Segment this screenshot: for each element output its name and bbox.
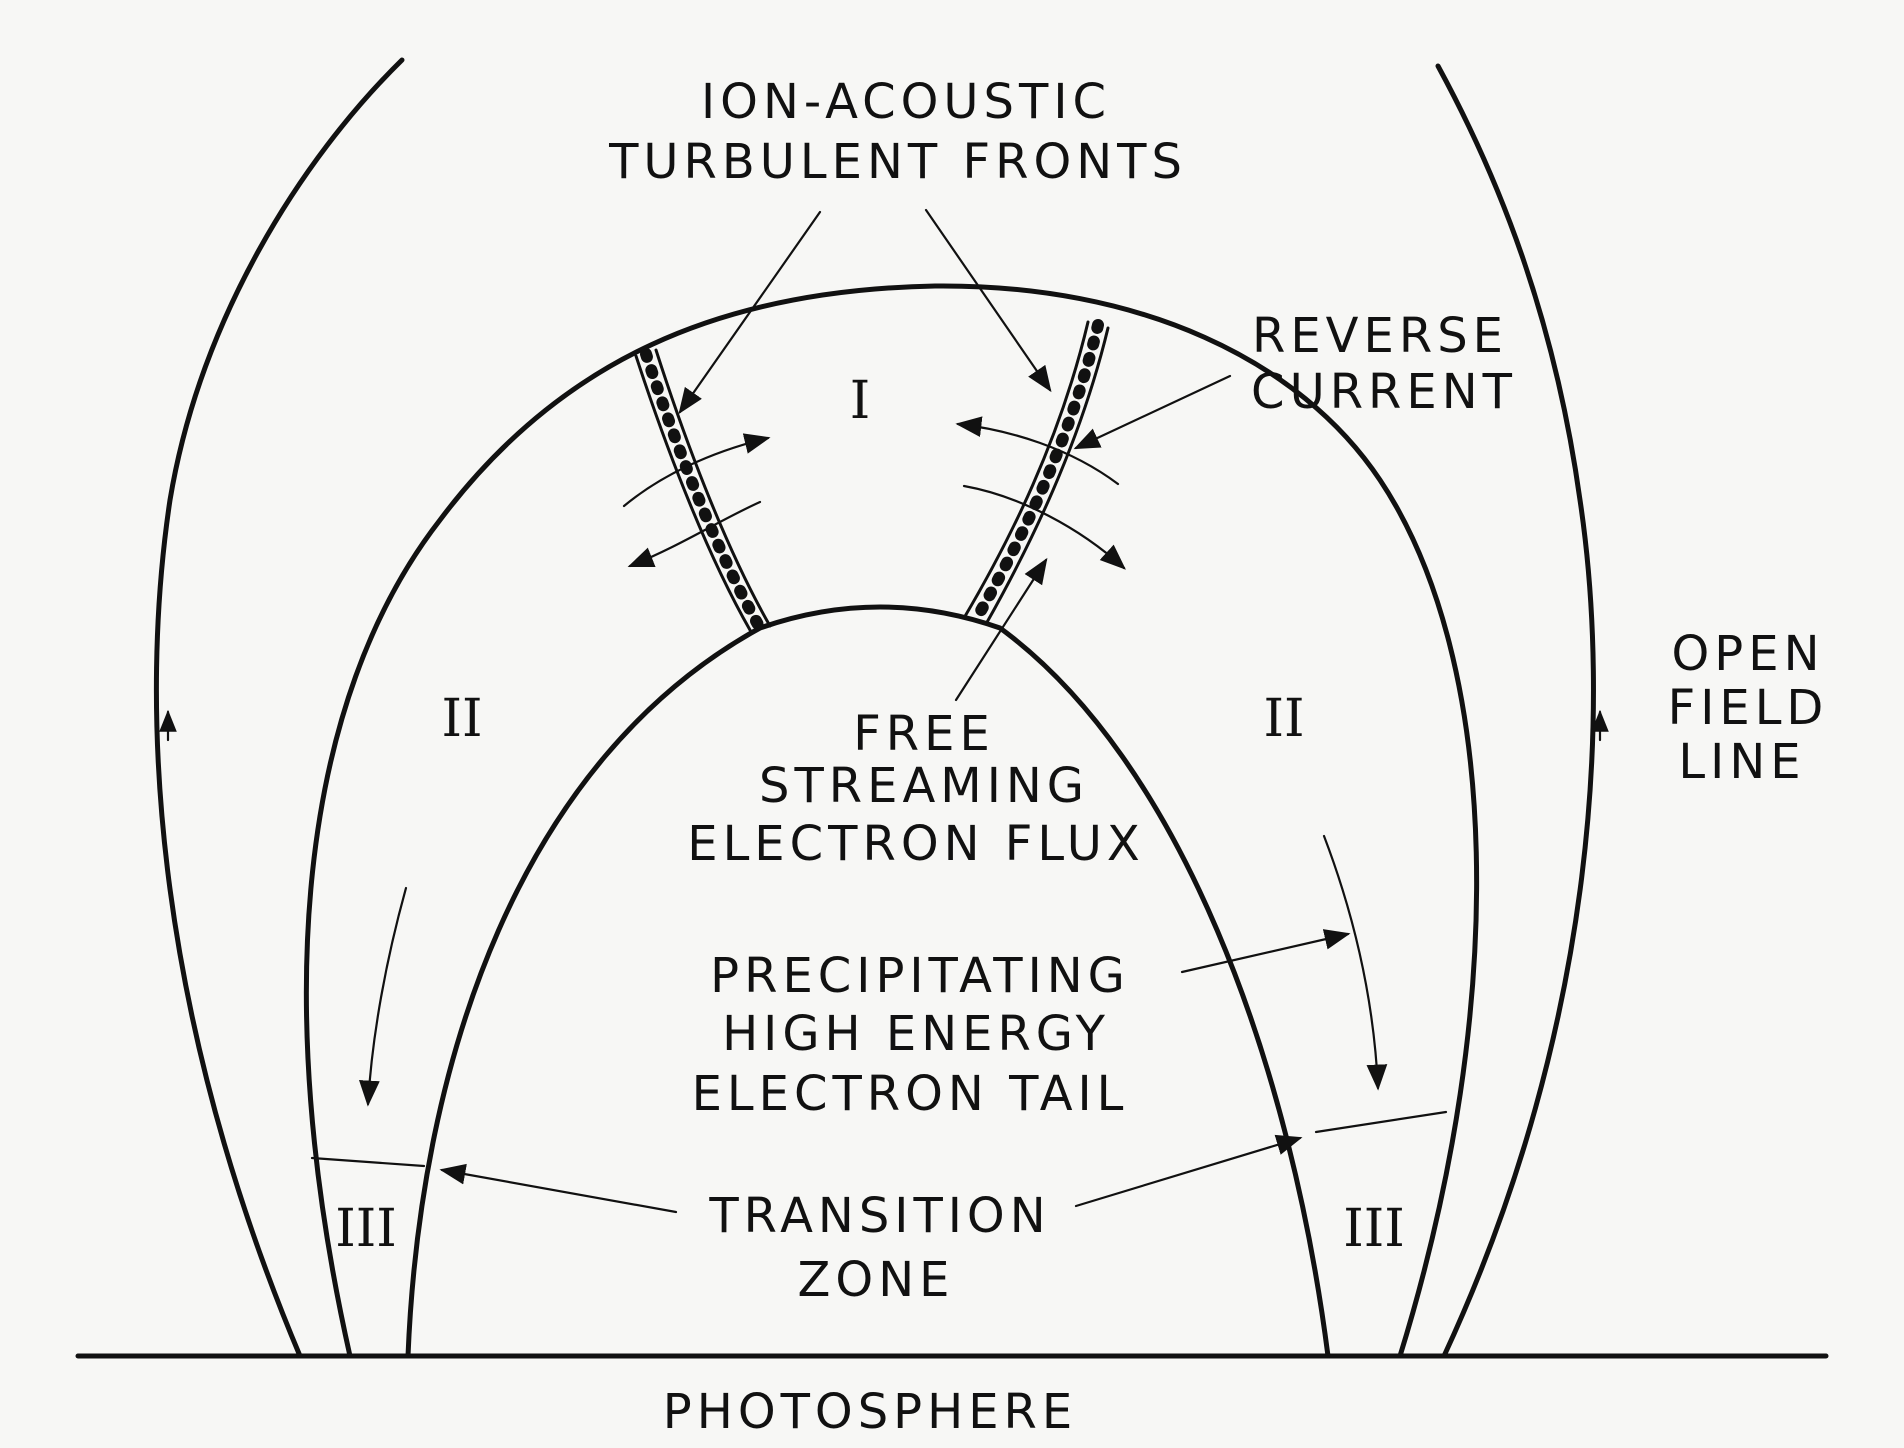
reverse-current-label-1: REVERSE <box>1252 308 1508 364</box>
transition-pointer-left <box>439 1163 678 1214</box>
flow-arrow-right-upper <box>955 416 1120 486</box>
open-field-line-left <box>153 57 405 1359</box>
flow-arrow-left-upper <box>622 433 771 508</box>
region-2-right-marker: II <box>1263 689 1304 749</box>
precipitating-label-1: PRECIPITATING <box>710 948 1130 1004</box>
free-streaming-label-3: ELECTRON FLUX <box>687 816 1145 872</box>
free-streaming-label-2: STREAMING <box>759 758 1089 814</box>
transition-zone-label-2: ZONE <box>798 1252 955 1308</box>
ion-acoustic-label-1: ION-ACOUSTIC <box>701 74 1111 130</box>
transition-boundary-right <box>1314 1110 1448 1134</box>
free-streaming-pointer <box>954 557 1048 702</box>
precipitating-label-3: ELECTRON TAIL <box>692 1066 1129 1122</box>
ion-acoustic-label-2: TURBULENT FRONTS <box>608 134 1187 190</box>
inner-loop <box>405 604 1331 1359</box>
flow-arrow-left-lower <box>627 500 762 568</box>
open-field-label-1: OPEN <box>1672 626 1825 682</box>
precipitating-pointer <box>1180 929 1351 974</box>
ion-acoustic-pointer-left <box>678 210 822 415</box>
turbulent-front-right <box>962 319 1110 627</box>
precipitation-arrow-right <box>1322 834 1388 1091</box>
transition-zone-label-1: TRANSITION <box>708 1188 1050 1244</box>
open-field-label-3: LINE <box>1678 734 1805 790</box>
region-3-left-marker: III <box>335 1199 397 1259</box>
transition-boundary-left <box>310 1156 426 1168</box>
reverse-current-pointer <box>1073 374 1232 450</box>
precipitating-label-2: HIGH ENERGY <box>722 1006 1110 1062</box>
open-field-line-right <box>1435 63 1596 1359</box>
region-2-left-marker: II <box>441 689 482 749</box>
ion-acoustic-pointer-right <box>924 208 1052 393</box>
outer-loop <box>303 283 1480 1359</box>
turbulent-front-left <box>634 348 772 634</box>
reverse-current-label-2: CURRENT <box>1251 364 1517 420</box>
region-3-right-marker: III <box>1343 1199 1405 1259</box>
precipitation-arrow-left <box>358 886 408 1107</box>
open-field-label-2: FIELD <box>1668 680 1829 736</box>
region-1-marker: I <box>850 371 871 431</box>
photosphere-label: PHOTOSPHERE <box>663 1384 1077 1440</box>
flow-arrow-right-lower <box>962 484 1126 570</box>
free-streaming-label-1: FREE <box>853 706 995 762</box>
transition-pointer-right <box>1074 1134 1303 1208</box>
